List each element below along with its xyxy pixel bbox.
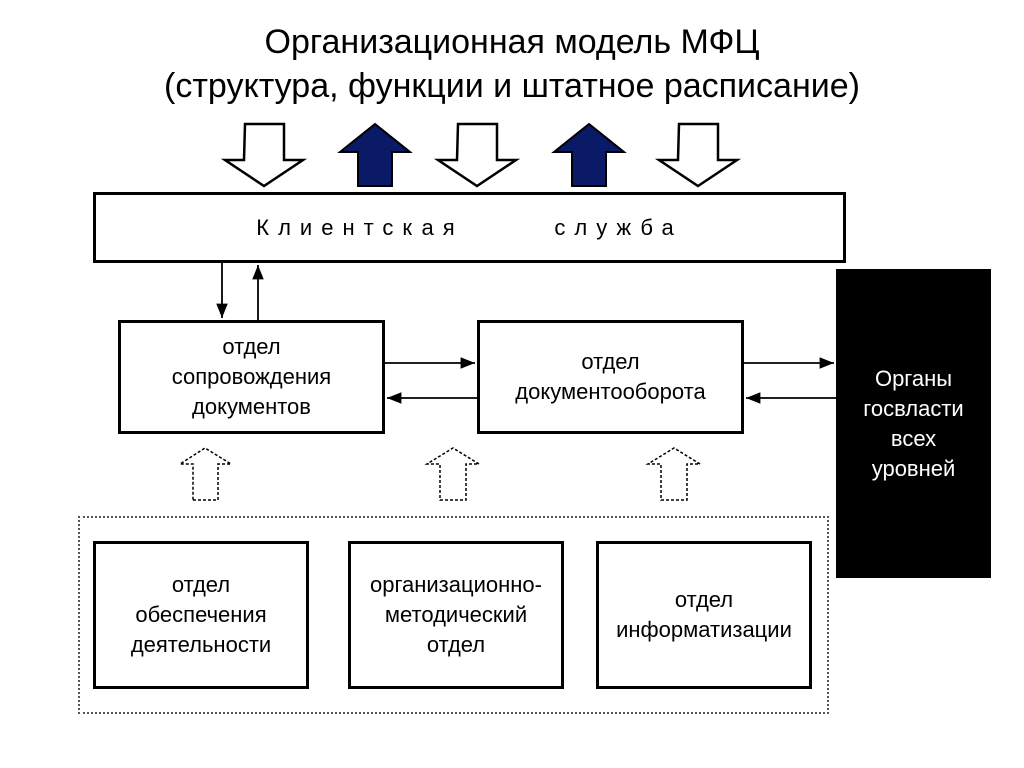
methodical-department-label: организационно- методический отдел (370, 572, 542, 657)
methodical-department-box: организационно- методический отдел (348, 541, 564, 689)
dashed-up-arrow-icon (424, 447, 482, 501)
down-arrow-icon (654, 122, 742, 188)
up-arrow-icon (551, 122, 627, 187)
operations-department-label: отдел обеспечения деятельности (130, 572, 272, 657)
support-departments-group (78, 516, 829, 714)
diagram-subtitle: (структура, функции и штатное расписание… (164, 67, 860, 105)
docflow-department-box: отдел документооборота (477, 320, 744, 434)
support-department-label: отдел сопровождения документов (171, 334, 332, 419)
dashed-up-arrow-icon (177, 447, 234, 501)
authorities-box: Органы госвласти всех уровней (836, 269, 991, 578)
client-service-box: Клиентская служба (93, 192, 846, 263)
down-arrow-icon (433, 122, 521, 188)
it-department-box: отдел информатизации (596, 541, 812, 689)
authorities-label: Органы госвласти всех уровней (863, 365, 964, 481)
diagram-title: Организационная модель МФЦ (264, 23, 760, 61)
client-service-label: Клиентская служба (256, 214, 683, 240)
dashed-up-arrow-icon (645, 447, 703, 501)
up-arrow-icon (337, 122, 413, 187)
support-department-box: отдел сопровождения документов (118, 320, 385, 434)
docflow-department-label: отдел документооборота (515, 349, 706, 404)
it-department-label: отдел информатизации (616, 587, 792, 642)
down-arrow-icon (220, 122, 308, 188)
operations-department-box: отдел обеспечения деятельности (93, 541, 309, 689)
